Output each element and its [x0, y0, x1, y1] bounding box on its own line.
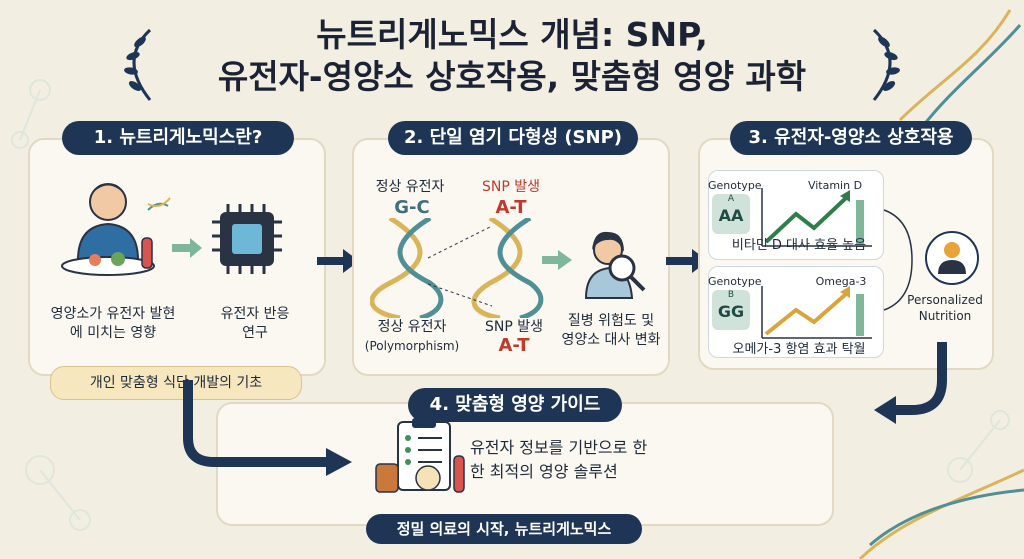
- chart-2-genotype-label: Genotype: [708, 275, 762, 288]
- normal-gene-label: 정상 유전자: [375, 179, 445, 195]
- section-4-text: 유전자 정보를 기반으로 한 한 최적의 영양 솔루션: [470, 436, 710, 484]
- guide-clipboard-icon: [375, 418, 465, 493]
- personalized-nutrition-icon: [925, 231, 979, 285]
- arrow-s2-to-s3-icon: [666, 249, 708, 273]
- section-1-header: 1. 뉴트리게노믹스란?: [62, 121, 294, 155]
- section-4-text-line-2: 한 최적의 영양 솔루션: [470, 462, 618, 481]
- chart-2-caption: 오메가-3 항염 효과 탁월: [732, 342, 866, 357]
- personalized-label-line-1: Personalized: [907, 293, 983, 307]
- section-4-header: 4. 맞춤형 영양 가이드: [408, 388, 622, 422]
- section-4-footer: 정밀 의료의 시작, 뉴트리게노믹스: [366, 514, 642, 544]
- dashed-connector: [427, 225, 493, 307]
- genotype-badge-gg-small: B: [727, 290, 735, 300]
- polymorphism-label: (Polymorphism): [364, 339, 460, 353]
- section-1-note: 개인 맞춤형 식단 개발의 기초: [50, 366, 302, 400]
- vitamin-d-trend-line: [764, 196, 848, 244]
- section-1-left-caption-line-1: 영양소가 유전자 발현: [50, 306, 176, 322]
- genotype-badge-gg-text: GG: [717, 302, 745, 321]
- person-eating-icon: [61, 183, 155, 276]
- dna-deco-bottom-right: [858, 468, 1024, 559]
- supplement-bottle-icon: [375, 463, 399, 493]
- genotype-badge-aa-text: AA: [718, 206, 744, 225]
- chart-1-caption: 비타민 D 대사 효율 높음: [731, 238, 867, 253]
- omega-3-bar: [856, 294, 864, 336]
- personalized-label-line-2: Nutrition: [918, 309, 972, 323]
- arrow-s3-to-s4-icon: [874, 342, 947, 424]
- arrow-right-icon: [172, 238, 202, 258]
- arrow-s2-inner-icon: [542, 250, 572, 270]
- snp-dna-helix-icon: [471, 218, 544, 318]
- chart-1-genotype-label: Genotype: [708, 179, 762, 192]
- section-1-left-caption-line-2: 에 미치는 영향: [69, 325, 157, 341]
- section-1-illustrations: [61, 183, 282, 276]
- arrow-s1-to-s2-icon: [317, 249, 359, 273]
- chip-icon: [212, 204, 282, 274]
- dna-small-icon: [147, 197, 171, 211]
- arrow-s1-to-s4-icon: [183, 380, 352, 476]
- section-1-right-caption-line-2: 연구: [242, 325, 268, 341]
- normal-gene-label-bottom: 정상 유전자: [377, 319, 447, 335]
- vitamin-d-bar: [856, 200, 864, 244]
- chart-1-nutrient-label: Vitamin D: [807, 179, 863, 192]
- omega-3-arrow-head: [840, 286, 850, 298]
- dna-comparison-graphic: [370, 218, 544, 318]
- title-line-1: 뉴트리게노믹스 개념: SNP,: [316, 15, 708, 54]
- section-1-right-caption-line-1: 유전자 반응: [220, 306, 290, 322]
- genotype-badge-gg: B GG: [712, 290, 750, 330]
- normal-dna-helix-icon: [370, 218, 444, 318]
- section-1-left-caption: 영양소가 유전자 발현 에 미치는 영향: [30, 305, 196, 343]
- personalized-label: Personalized Nutrition: [900, 292, 990, 324]
- vitamin-d-arrow-head: [840, 190, 850, 202]
- section-3-header: 3. 유전자-영양소 상호작용: [730, 121, 972, 155]
- chart-2-nutrient-label: Omega-3: [815, 275, 867, 288]
- snp-label-bottom: SNP 발생: [484, 319, 543, 335]
- chart-connector: [883, 209, 913, 311]
- snp-label: SNP 발생: [481, 179, 540, 195]
- section-2-result-caption: 질병 위험도 및 영양소 대사 변화: [556, 312, 666, 350]
- omega-3-trend-graphic: [761, 286, 872, 339]
- snp-pair-label-bottom: A-T: [498, 335, 530, 356]
- section-2-result-line-1: 질병 위험도 및: [567, 313, 655, 329]
- snp-pair-label: A-T: [495, 197, 527, 218]
- vitamin-d-trend-graphic: [761, 188, 872, 247]
- test-tube-icon: [453, 455, 465, 493]
- normal-pair-label: G-C: [394, 197, 430, 218]
- title-line-2: 유전자-영양소 상호작용, 맞춤형 영양 과학: [217, 57, 807, 96]
- omega-3-trend-line: [764, 292, 848, 336]
- genotype-badge-aa-small: A: [727, 194, 735, 204]
- section-2-result-line-2: 영양소 대사 변화: [561, 332, 661, 348]
- section-1-right-caption: 유전자 반응 연구: [200, 305, 310, 343]
- genotype-badge-aa: A AA: [712, 194, 750, 234]
- section-4-text-line-1: 유전자 정보를 기반으로 한: [470, 438, 648, 457]
- researcher-magnifier-icon: [584, 231, 646, 299]
- page-title: 뉴트리게노믹스 개념: SNP, 유전자-영양소 상호작용, 맞춤형 영양 과학: [0, 14, 1024, 98]
- section-2-header: 2. 단일 염기 다형성 (SNP): [388, 121, 638, 155]
